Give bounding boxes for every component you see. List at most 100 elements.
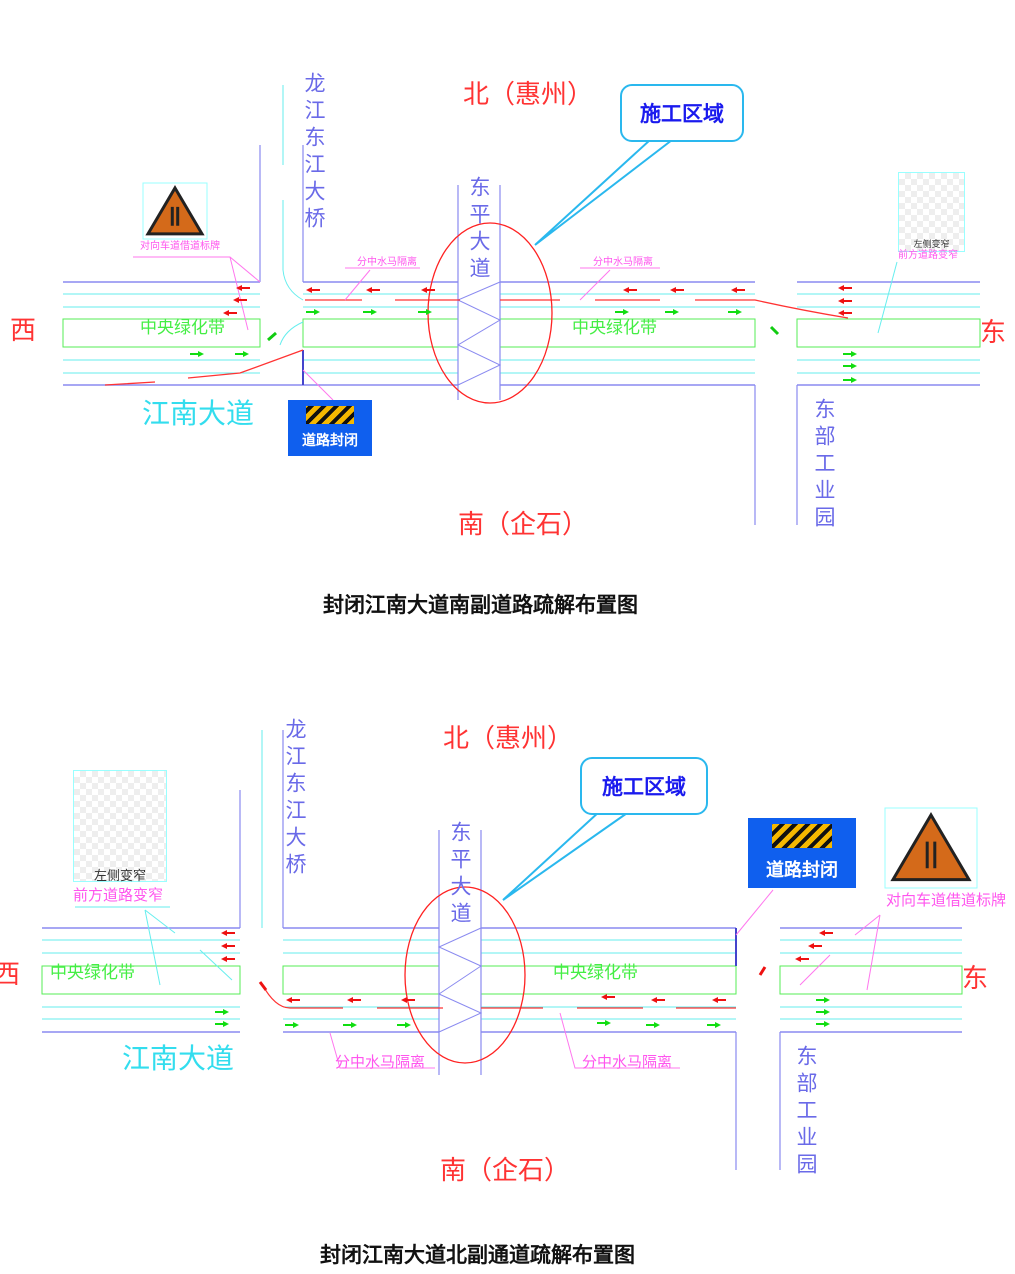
construction-zone-callout: 施工区域 — [580, 757, 708, 815]
turn-curve — [279, 321, 304, 346]
main-road-label: 江南大道 — [122, 1042, 235, 1075]
westbound-arrow-icon — [223, 310, 237, 316]
cross-road-label: 东平大道 — [448, 821, 472, 929]
eastbound-arrow-icon — [843, 377, 857, 383]
eastbound-arrow-icon — [843, 351, 857, 357]
road-closed-text: 道路封闭 — [302, 433, 358, 449]
zigzag-barrier — [437, 927, 483, 1033]
turn-curve — [282, 269, 304, 301]
eastbound-arrow-icon — [418, 309, 432, 315]
westbound-arrow-icon — [808, 943, 822, 949]
turn-arrow-icon — [258, 981, 268, 991]
diagram-caption: 封闭江南大道北副通道疏解布置图 — [320, 1242, 635, 1267]
westbound-arrow-icon — [221, 930, 235, 936]
eastbound-arrow-icon — [285, 1022, 299, 1028]
eastbound-arrow-icon — [306, 309, 320, 315]
west-label: 西 — [10, 316, 37, 346]
construction-zone-label: 施工区域 — [602, 774, 686, 799]
barricade-icon — [772, 824, 832, 848]
median-strip — [41, 965, 241, 995]
barrier-leader — [579, 267, 660, 301]
median-label: 中央绿化带 — [572, 318, 657, 338]
median-label: 中央绿化带 — [553, 963, 638, 983]
westbound-arrow-icon — [731, 287, 745, 293]
eastbound-arrow-icon — [397, 1022, 411, 1028]
eastbound-arrow-icon — [646, 1022, 660, 1028]
north-label: 北（惠州） — [443, 724, 574, 754]
south-label: 南（企石） — [440, 1156, 571, 1186]
construction-zone-label: 施工区域 — [640, 101, 724, 126]
road-closed-sign: 道路封闭 — [288, 400, 372, 456]
eastbound-arrow-icon — [843, 363, 857, 369]
barrier-label: 分中水马隔离 — [335, 1053, 426, 1071]
eastbound-arrow-icon — [190, 351, 204, 357]
westbound-arrow-icon — [306, 287, 320, 293]
eastbound-arrow-icon — [816, 997, 830, 1003]
borrow-lane-sign — [884, 807, 978, 889]
eastbound-arrow-icon — [615, 309, 629, 315]
median-strip — [302, 318, 459, 348]
westbound-arrow-icon — [221, 943, 235, 949]
barrier-label: 分中水马隔离 — [582, 1053, 673, 1071]
turn-arrow-icon — [769, 325, 780, 336]
eastbound-arrow-icon — [816, 1021, 830, 1027]
borrow-lane-sign-label: 对向车道借道标牌 — [886, 891, 1007, 909]
westbound-arrow-icon — [347, 997, 361, 1003]
diagram-caption: 封闭江南大道南副道路疏解布置图 — [323, 592, 638, 617]
westbound-arrow-icon — [623, 287, 637, 293]
left-narrow-sign: 左侧变窄 — [898, 172, 965, 252]
westbound-arrow-icon — [795, 956, 809, 962]
west-label: 西 — [0, 960, 21, 990]
detour-line — [305, 299, 849, 319]
sign-leader — [877, 261, 898, 334]
westbound-arrow-icon — [651, 997, 665, 1003]
median-label: 中央绿化带 — [140, 318, 225, 338]
westbound-arrow-icon — [838, 298, 852, 304]
callout-pointer — [502, 810, 631, 901]
eastbound-arrow-icon — [597, 1020, 611, 1026]
eastbound-arrow-icon — [816, 1009, 830, 1015]
sign-leader — [799, 914, 881, 991]
eastbound-arrow-icon — [665, 309, 679, 315]
median-strip — [796, 318, 981, 348]
barrier-label: 分中水马隔离 — [357, 257, 417, 268]
westbound-arrow-icon — [670, 287, 684, 293]
east-label: 东 — [980, 318, 1007, 348]
industrial-park-label: 东部工业园 — [794, 1045, 818, 1180]
callout-pointer — [534, 139, 673, 246]
road-closed-text: 道路封闭 — [766, 860, 838, 881]
cross-road-label: 东平大道 — [467, 176, 491, 284]
turn-arrow-icon — [758, 966, 767, 976]
westbound-arrow-icon — [838, 285, 852, 291]
westbound-arrow-icon — [421, 287, 435, 293]
narrow-sign-label: 前方道路变窄 — [73, 886, 164, 904]
north-label: 北（惠州） — [463, 80, 594, 110]
westbound-arrow-icon — [838, 310, 852, 316]
eastbound-arrow-icon — [728, 309, 742, 315]
median-strip — [62, 318, 261, 348]
sign-leader — [302, 369, 334, 401]
narrow-sign-text: 左侧变窄 — [913, 240, 950, 250]
eastbound-arrow-icon — [235, 351, 249, 357]
bridge-road-label: 龙江东江大桥 — [302, 72, 326, 234]
barrier-leader — [329, 1012, 680, 1069]
zigzag-barrier — [456, 281, 502, 386]
borrow-lane-sign-label: 对向车道借道标牌 — [140, 241, 220, 252]
main-road-label: 江南大道 — [142, 397, 255, 430]
sign-leader — [133, 256, 261, 331]
westbound-arrow-icon — [601, 994, 615, 1000]
narrow-sign-text: 左侧变窄 — [93, 869, 146, 884]
borrow-lane-warning-icon — [890, 812, 972, 882]
westbound-arrow-icon — [236, 285, 250, 291]
westbound-arrow-icon — [712, 997, 726, 1003]
turn-arrow-icon — [267, 331, 277, 342]
construction-zone-callout: 施工区域 — [620, 84, 744, 142]
westbound-arrow-icon — [366, 287, 380, 293]
eastbound-arrow-icon — [215, 1021, 229, 1027]
westbound-arrow-icon — [401, 997, 415, 1003]
borrow-lane-warning-icon-glyph — [925, 841, 937, 869]
median-strip — [282, 965, 440, 995]
median-strip — [779, 965, 963, 995]
